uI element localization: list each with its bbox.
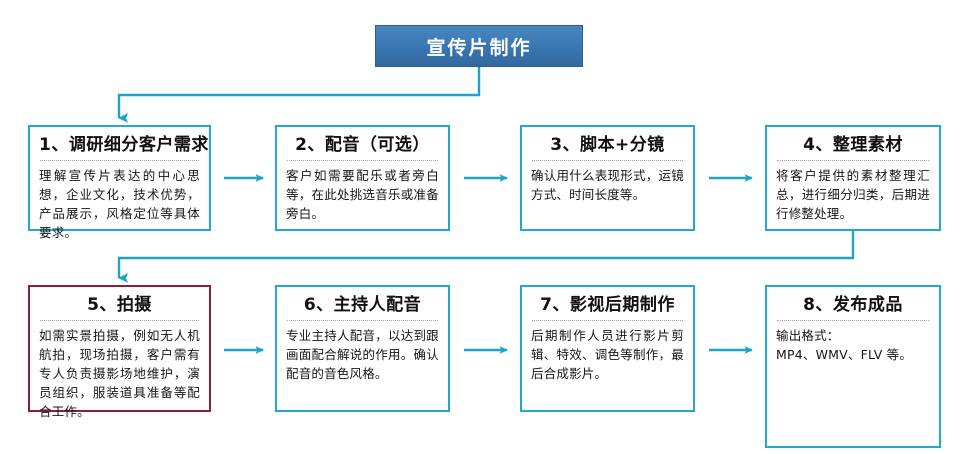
step-box-6[interactable]: 6、主持人配音 专业主持人配音，以达到跟画面配合解说的作用。确认配音的音色风格。: [275, 285, 450, 412]
step-body: 将客户提供的素材整理汇总，进行细分归类，后期进行修整处理。: [776, 168, 930, 221]
step-title: 3、脚本+分镜: [550, 135, 665, 155]
step-body: 理解宣传片表达的中心思想，企业文化，技术优势，产品展示，风格定位等具体要求。: [39, 168, 200, 240]
step-divider: [40, 160, 199, 161]
step-box-4[interactable]: 4、整理素材 将客户提供的素材整理汇总，进行细分归类，后期进行修整处理。: [765, 125, 941, 231]
step-body: 输出格式： MP4、WMV、FLV 等。: [776, 328, 913, 362]
step-title: 8、发布成品: [803, 295, 903, 315]
step-body: 客户如需要配乐或者旁白等，在此处挑选音乐或准备旁白。: [286, 168, 439, 221]
connector-step4-to-step5: [117, 231, 855, 283]
step-box-8[interactable]: 8、发布成品 输出格式： MP4、WMV、FLV 等。: [765, 285, 941, 448]
step-box-7[interactable]: 7、影视后期制作 后期制作人员进行影片剪辑、特效、调色等制作，最后合成影片。: [520, 285, 695, 412]
step-divider: [532, 320, 683, 321]
flowchart-header: 宣传片制作: [375, 25, 583, 67]
header-title: 宣传片制作: [426, 36, 532, 59]
step-title: 6、主持人配音: [303, 295, 422, 315]
step-body: 专业主持人配音，以达到跟画面配合解说的作用。确认配音的音色风格。: [286, 328, 439, 381]
connector-header-to-step1: [117, 67, 481, 123]
step-body: 后期制作人员进行影片剪辑、特效、调色等制作，最后合成影片。: [531, 328, 684, 381]
step-title: 2、配音（可选）: [295, 135, 430, 155]
step-body: 如需实景拍摄，例如无人机航拍，现场拍摄，客户需有专人负责摄影场地维护，演员组织，…: [39, 328, 200, 419]
step-title: 7、影视后期制作: [540, 295, 675, 315]
step-title: 5、拍摄: [87, 295, 152, 315]
step-divider: [532, 160, 683, 161]
step-body: 确认用什么表现形式，运镜方式、时间长度等。: [531, 168, 684, 202]
step-box-1[interactable]: 1、调研细分客户需求 理解宣传片表达的中心思想，企业文化，技术优势，产品展示，风…: [28, 125, 211, 240]
step-box-5[interactable]: 5、拍摄 如需实景拍摄，例如无人机航拍，现场拍摄，客户需有专人负责摄影场地维护，…: [28, 285, 211, 419]
step-title: 1、调研细分客户需求: [39, 135, 209, 155]
step-divider: [40, 320, 199, 321]
step-divider: [777, 160, 929, 161]
step-divider: [287, 320, 438, 321]
step-divider: [287, 160, 438, 161]
step-divider: [777, 320, 929, 321]
step-box-3[interactable]: 3、脚本+分镜 确认用什么表现形式，运镜方式、时间长度等。: [520, 125, 695, 231]
step-title: 4、整理素材: [803, 135, 903, 155]
step-box-2[interactable]: 2、配音（可选） 客户如需要配乐或者旁白等，在此处挑选音乐或准备旁白。: [275, 125, 450, 231]
